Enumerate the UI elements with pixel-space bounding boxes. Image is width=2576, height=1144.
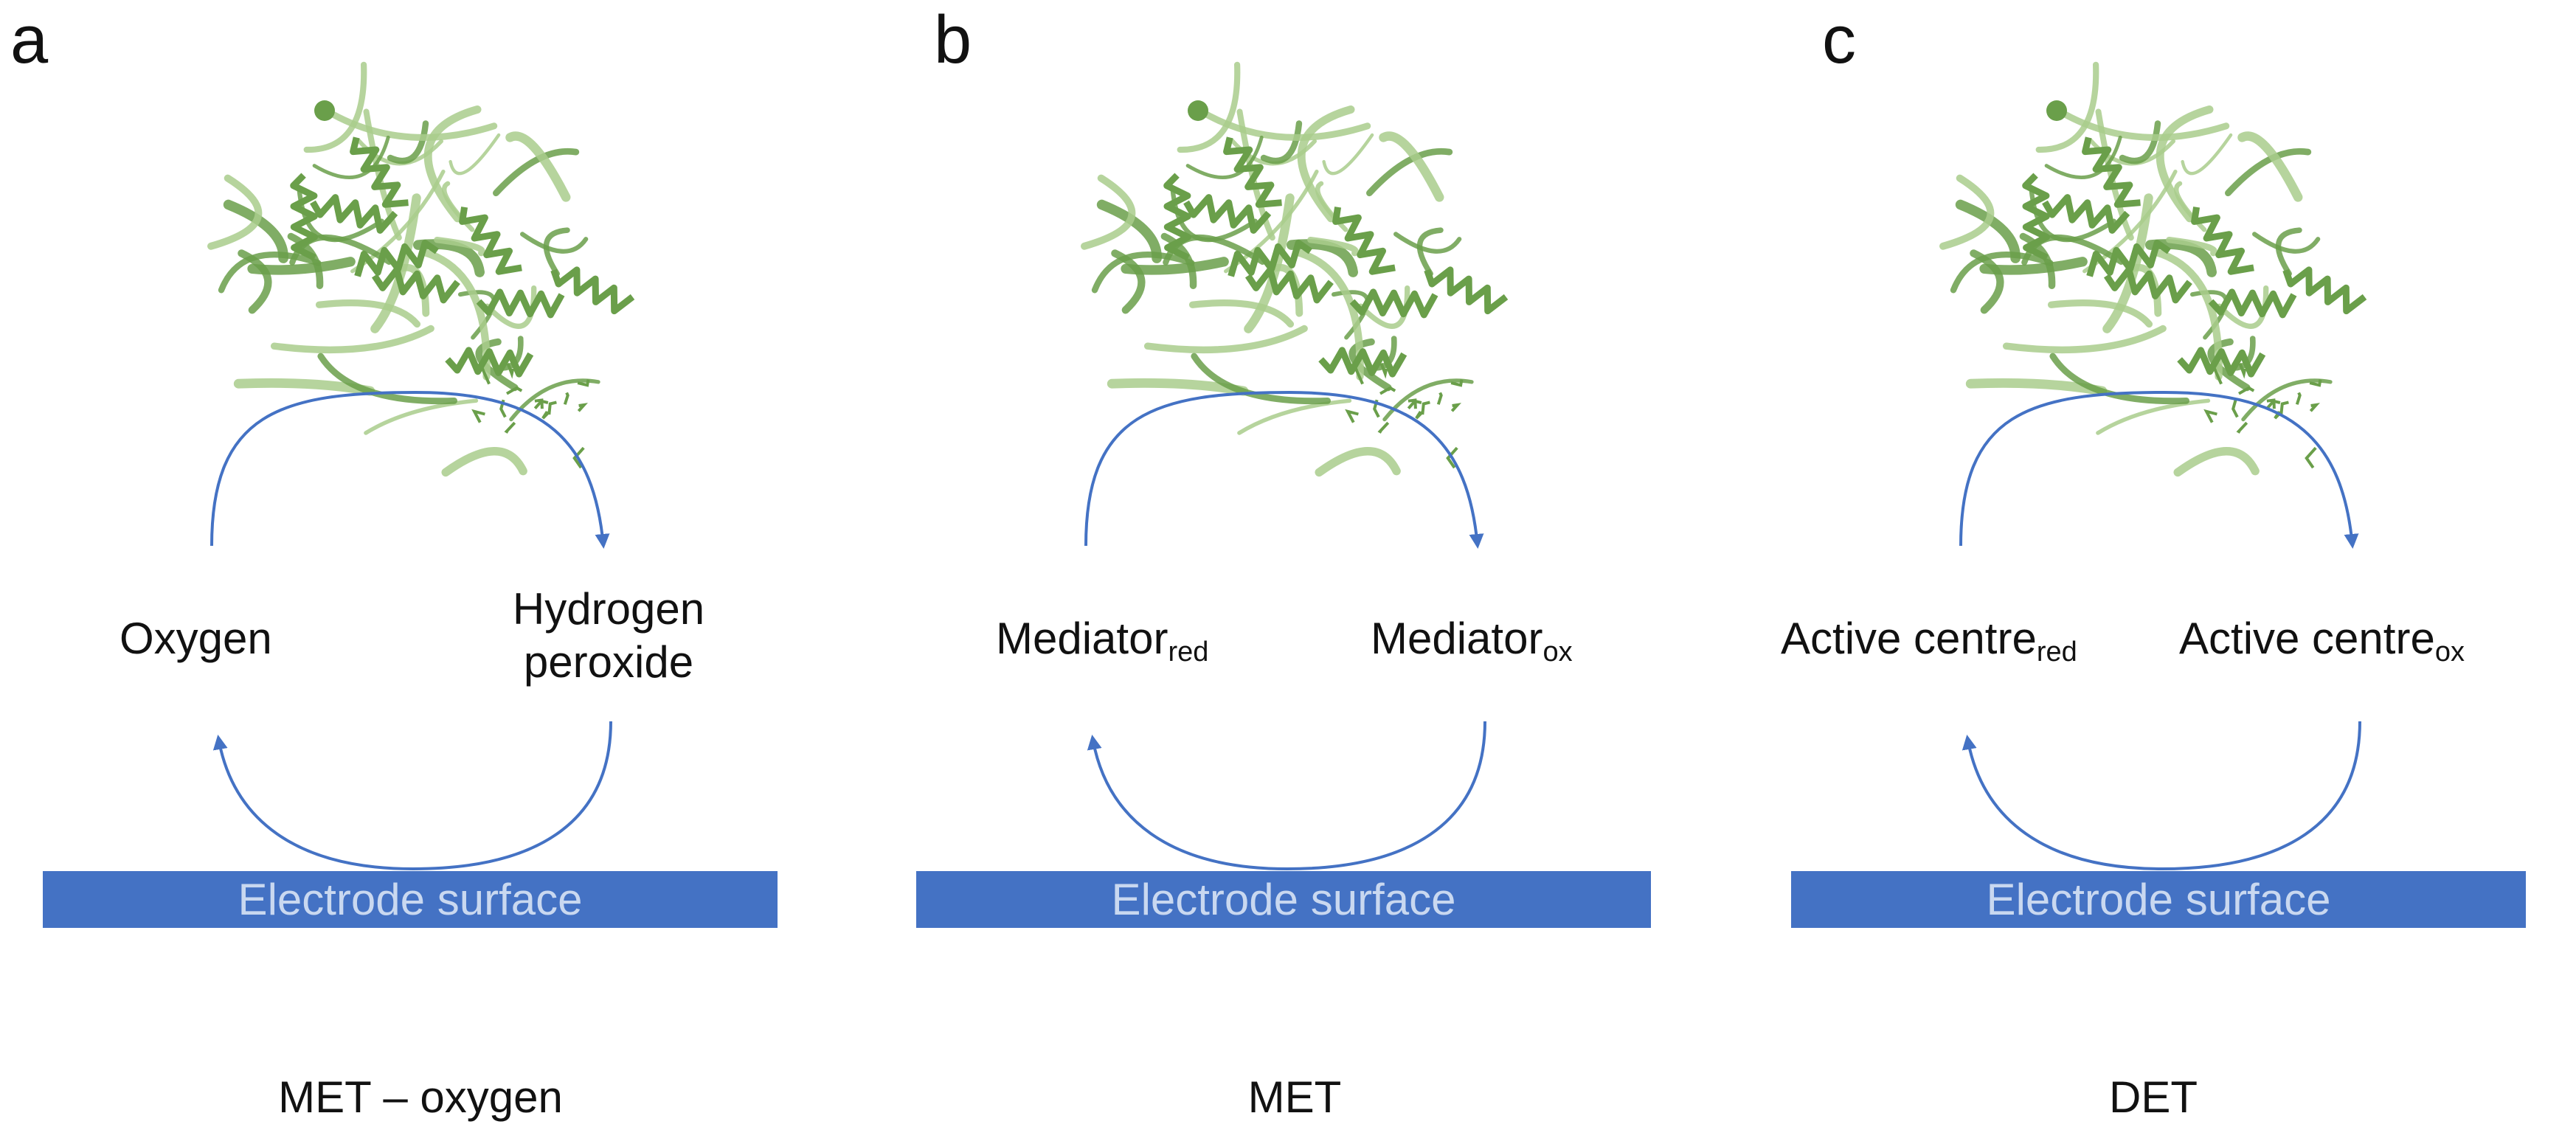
right-species-label: Mediatorox	[1371, 612, 1573, 668]
left-species-text: Active centre	[1781, 614, 2037, 663]
electrode-label: Electrode surface	[238, 874, 583, 924]
right-species-text: Mediator	[1371, 614, 1543, 663]
panel-c: c Active centrered Active centreox Elect…	[1717, 0, 2576, 1144]
right-species-label: Hydrogen peroxide	[487, 583, 730, 689]
left-species-label: Oxygen	[120, 612, 272, 665]
right-species-subscript: ox	[2434, 637, 2465, 668]
panel-caption: MET	[1247, 1072, 1342, 1122]
panel-caption: DET	[2109, 1072, 2198, 1122]
enzyme-structure-icon	[1081, 61, 1509, 477]
left-species-label: Active centrered	[1781, 612, 2077, 668]
left-species-subscript: red	[2036, 637, 2077, 668]
electrode-label: Electrode surface	[1986, 874, 2331, 924]
enzyme-structure-icon	[207, 61, 635, 477]
electrode-surface: Electrode surface	[1791, 871, 2526, 928]
right-species-line1: Hydrogen	[512, 584, 705, 634]
left-species-label: Mediatorred	[996, 612, 1209, 668]
left-species-text: Oxygen	[120, 614, 272, 663]
panel-letter: b	[934, 2, 972, 77]
panel-b: b Mediatorred Mediatorox Electrode surfa…	[859, 0, 1717, 1144]
left-species-text: Mediator	[996, 614, 1168, 663]
panel-caption: MET – oxygen	[278, 1072, 563, 1122]
left-species-subscript: red	[1168, 637, 1209, 668]
electrode-surface: Electrode surface	[43, 871, 778, 928]
enzyme-structure-icon	[1939, 61, 2367, 477]
panel-letter: c	[1822, 2, 1856, 77]
right-species-line2: peroxide	[523, 637, 694, 687]
right-species-subscript: ox	[1543, 637, 1573, 668]
right-species-label: Active centreox	[2179, 612, 2465, 668]
panel-letter: a	[10, 2, 49, 77]
electrode-label: Electrode surface	[1111, 874, 1456, 924]
right-species-text: Active centre	[2179, 614, 2435, 663]
electrode-surface: Electrode surface	[916, 871, 1651, 928]
panel-a: a Oxygen Hydrogen peroxide Electrode sur…	[0, 0, 859, 1144]
